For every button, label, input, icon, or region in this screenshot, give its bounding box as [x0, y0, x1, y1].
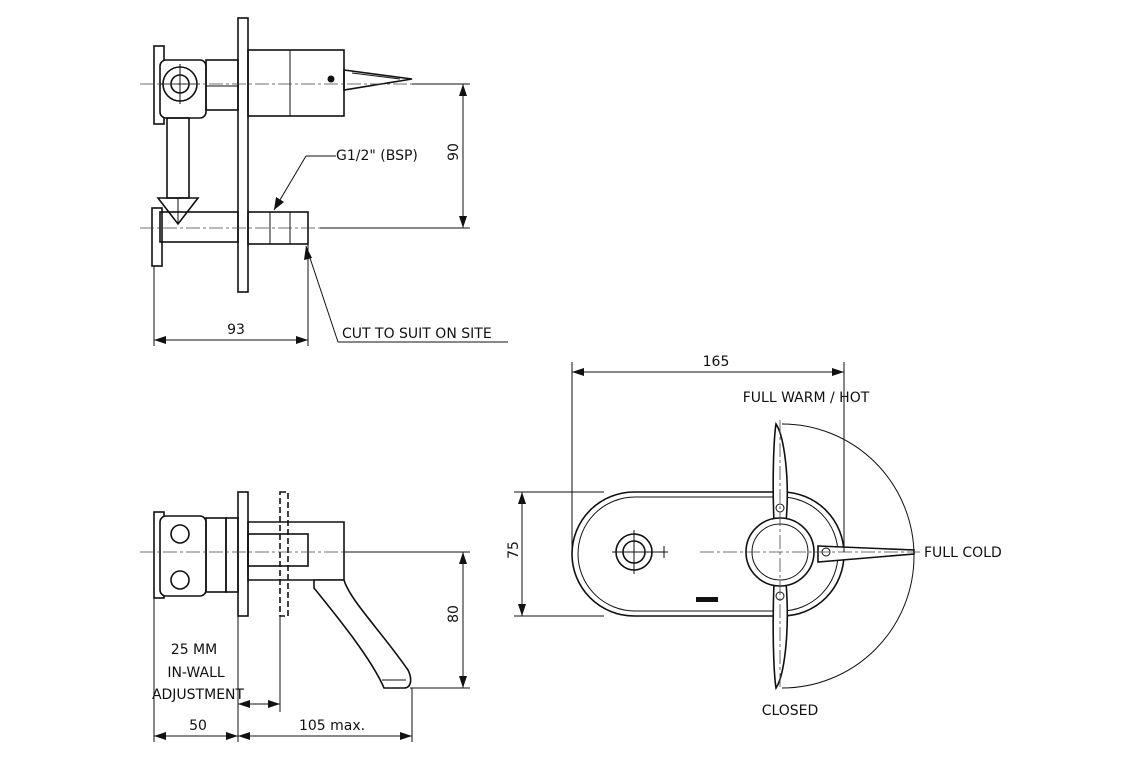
- thread-spec-label: G1/2" (BSP): [336, 148, 418, 164]
- side-view: 80 25 MM IN-WALL ADJUSTMENT 50 105 max.: [140, 491, 470, 742]
- plan-lever: [343, 69, 413, 91]
- side-handle-body: [247, 521, 345, 581]
- lever-cold-position: [817, 545, 915, 563]
- plan-cartridge-housing: [247, 49, 345, 117]
- side-valve-body: [159, 515, 207, 597]
- cut-to-suit-label: CUT TO SUIT ON SITE: [342, 326, 492, 342]
- dim-side-depth: 50: [189, 718, 207, 734]
- side-lever: [313, 579, 412, 689]
- adjustment-line2: IN-WALL: [167, 665, 225, 681]
- side-wall-plate: [237, 491, 249, 617]
- lever-rotation-arc: [781, 423, 915, 689]
- dim-side-projection: 105 max.: [299, 718, 365, 734]
- dim-top-width: 93: [227, 322, 245, 338]
- plan-outlet-pipe: [159, 211, 239, 243]
- label-closed: CLOSED: [762, 703, 819, 719]
- adjustment-line3: ADJUSTMENT: [152, 687, 245, 703]
- adjustment-line1: 25 MM: [171, 642, 217, 658]
- plan-vertical-pipe: [166, 117, 190, 199]
- plan-view: 90 93 G1/2" (BSP) CUT TO SUIT ON SITE: [140, 17, 508, 346]
- dim-top-height: 90: [446, 143, 462, 161]
- label-full-cold: FULL COLD: [924, 545, 1002, 561]
- plan-valve-body: [159, 59, 207, 119]
- plan-wall-plate: [237, 17, 249, 293]
- front-view: 165 75 FULL WARM / HOT FULL COLD CLOSED: [506, 354, 1002, 719]
- label-full-warm-hot: FULL WARM / HOT: [743, 390, 870, 406]
- dim-front-height: 75: [506, 541, 522, 559]
- dim-front-width: 165: [703, 354, 730, 370]
- dim-side-height: 80: [446, 605, 462, 623]
- side-adjust-plate: [279, 491, 289, 617]
- brand-mark: [696, 597, 718, 602]
